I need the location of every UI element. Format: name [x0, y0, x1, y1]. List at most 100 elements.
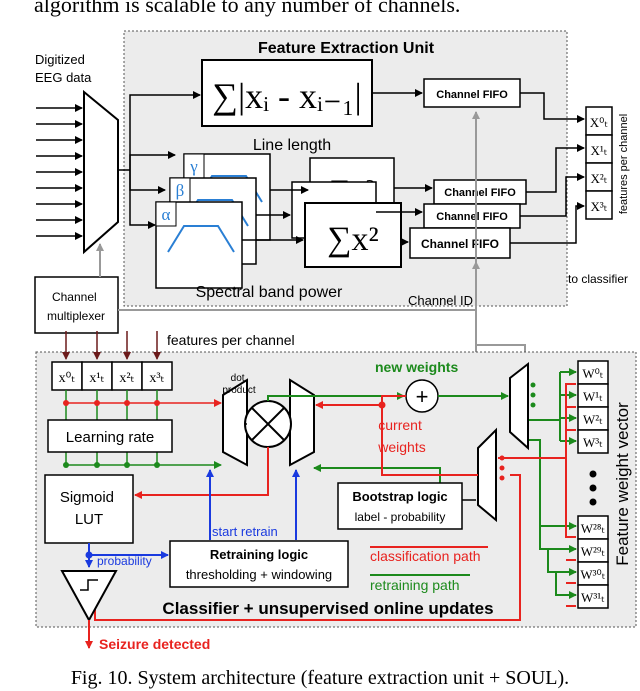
retraining-logic-box: [169, 540, 349, 588]
left-dot-mux: [222, 378, 248, 467]
sigmoid-lut-label: Sigmoid LUT: [60, 489, 118, 528]
current-weights-mux: [477, 427, 497, 523]
digitized-label-line2: EEG data: [35, 70, 92, 85]
feature-output-stack: X⁰ₜ X¹ₜ X²ₜ X³ₜ: [585, 106, 613, 220]
svg-text:x¹ₜ: x¹ₜ: [89, 371, 104, 386]
new-weights-label: new weights: [375, 359, 458, 375]
new-weights-mux: [509, 361, 529, 451]
beta-label: β: [176, 181, 185, 200]
retraining-path-label: retraining path: [370, 577, 460, 593]
filter-to-power-wires: [242, 186, 309, 244]
digitized-eeg-label: Digitized EEG data: [35, 52, 92, 85]
svg-text:W³¹ₜ: W³¹ₜ: [581, 590, 605, 605]
fifo-alpha: Channel FIFO: [409, 227, 511, 259]
learning-rate-box: [47, 419, 173, 453]
mux-output-wires: [118, 91, 201, 229]
input-multiplexer: [83, 89, 119, 255]
retraining-logic-sub: thresholding + windowing: [186, 567, 332, 582]
svg-text:X⁰ₜ: X⁰ₜ: [590, 115, 609, 130]
threshold-comparator: [60, 570, 118, 623]
digitized-label-line1: Digitized: [35, 52, 85, 67]
weight-stack-top: W⁰ₜ W¹ₜ W²ₜ W³ₜ: [577, 360, 609, 454]
weight-ellipsis: [589, 470, 597, 506]
svg-text:Channel FIFO: Channel FIFO: [436, 211, 508, 223]
band-filter-alpha: α: [155, 201, 243, 289]
dot-label-line1: dot: [231, 373, 245, 384]
start-retrain-label: start retrain: [212, 524, 278, 539]
weight-stack-bottom: W²⁸ₜ W²⁹ₜ W³⁰ₜ W³¹ₜ: [577, 515, 609, 609]
svg-text:W³ₜ: W³ₜ: [583, 435, 603, 450]
bootstrap-logic-title: Bootstrap logic: [352, 489, 447, 504]
top-caption: algorithm is scalable to any number of c…: [34, 0, 460, 17]
hysteresis-icon: [80, 579, 98, 591]
current-weights-label: current weights: [377, 417, 425, 455]
current-label-line1: current: [378, 417, 422, 433]
svg-text:Channel FIFO: Channel FIFO: [421, 237, 499, 251]
feature-tap-dots: [63, 400, 160, 468]
probability-label: probability: [97, 554, 152, 568]
eeg-input-arrows: [36, 104, 83, 240]
classifier-title: Classifier + unsupervised online updates: [162, 599, 493, 618]
to-classifier-label: to classifier: [568, 272, 628, 286]
svg-text:W³⁰ₜ: W³⁰ₜ: [580, 567, 605, 582]
sigmoid-label-line1: Sigmoid: [60, 489, 114, 506]
svg-text:X¹ₜ: X¹ₜ: [590, 143, 607, 158]
feature-input-arrows: [62, 331, 161, 360]
bootstrap-logic-sub: label - probability: [355, 510, 446, 524]
figure-caption: Fig. 10. System architecture (feature ex…: [71, 667, 569, 689]
svg-text:X³ₜ: X³ₜ: [590, 199, 607, 214]
green-mux-dots: [530, 382, 536, 408]
current-label-line2: weights: [377, 439, 425, 455]
channel-multiplexer-label: Channel multiplexer: [47, 290, 105, 323]
bootstrap-logic-box: [337, 482, 463, 530]
learning-rate-label: Learning rate: [66, 429, 154, 446]
svg-text:W¹ₜ: W¹ₜ: [583, 389, 603, 404]
mux-label-line2: multiplexer: [47, 309, 105, 323]
sigmoid-lut-box: [44, 474, 134, 544]
power-formula: ∑x²: [327, 221, 378, 258]
line-length-block: [201, 59, 373, 127]
feature-weight-vector-label: Feature weight vector: [613, 402, 632, 566]
right-dot-mux: [289, 378, 315, 467]
input-feature-stack: x⁰ₜ x¹ₜ x²ₜ x³ₜ: [51, 361, 173, 391]
retraining-logic-title: Retraining logic: [210, 547, 308, 562]
classification-path-label: classification path: [370, 548, 481, 564]
svg-text:W²⁹ₜ: W²⁹ₜ: [581, 544, 606, 559]
line-length-label: Line length: [253, 137, 331, 154]
spectral-band-power-label: Spectral band power: [196, 284, 343, 301]
channel-id-label: Channel ID: [408, 293, 473, 308]
current-weights-junction: [378, 401, 386, 409]
feature-unit-title: Feature Extraction Unit: [258, 40, 435, 57]
channel-multiplexer-box: [34, 276, 119, 334]
adder-plus-icon: +: [416, 384, 429, 409]
mux-label-line1: Channel: [52, 290, 97, 304]
block-to-fifo-wires: [372, 89, 433, 246]
line-length-formula: ∑|xᵢ - xᵢ₋₁|: [212, 76, 361, 116]
dot-product-label: dot product: [222, 373, 256, 396]
svg-text:W²ₜ: W²ₜ: [583, 412, 603, 427]
seizure-detected-label: Seizure detected: [99, 636, 210, 652]
fifo-gamma: Channel FIFO: [433, 179, 527, 205]
features-per-channel-label: features per channel: [167, 332, 295, 348]
svg-text:Channel FIFO: Channel FIFO: [444, 187, 516, 199]
svg-text:x³ₜ: x³ₜ: [149, 371, 164, 386]
gamma-label: γ: [189, 157, 198, 176]
svg-text:Channel FIFO: Channel FIFO: [436, 89, 508, 101]
fifo-to-output-wires: [510, 92, 585, 244]
probability-junction: [85, 551, 93, 559]
svg-text:W⁰ₜ: W⁰ₜ: [582, 366, 603, 381]
svg-text:X²ₜ: X²ₜ: [590, 171, 607, 186]
svg-text:x⁰ₜ: x⁰ₜ: [59, 371, 76, 386]
fifo-beta: Channel FIFO: [423, 203, 521, 229]
dot-label-line2: product: [222, 385, 256, 396]
red-mux-dots: [499, 455, 505, 481]
features-per-channel-vertical: features per channel: [618, 114, 630, 214]
fifo-line-length: Channel FIFO: [423, 78, 521, 108]
multiplier-circle: [244, 400, 292, 448]
svg-text:W²⁸ₜ: W²⁸ₜ: [581, 521, 606, 536]
svg-text:x²ₜ: x²ₜ: [119, 371, 134, 386]
power-block-front: [304, 202, 402, 268]
alpha-label: α: [162, 205, 171, 224]
sigmoid-label-line2: LUT: [75, 511, 103, 528]
